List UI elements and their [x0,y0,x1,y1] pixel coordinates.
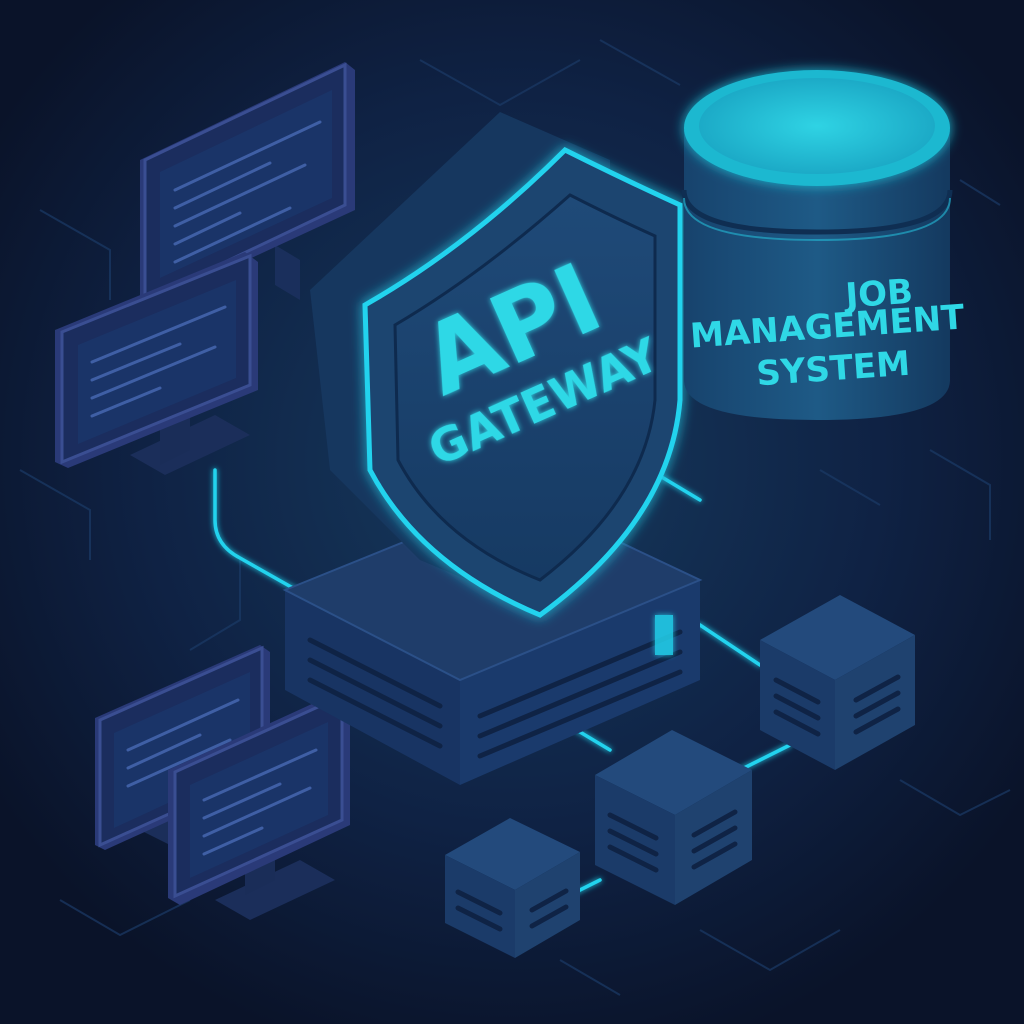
client-monitor-3 [95,645,270,850]
worker-node-left [445,818,580,958]
link-node-right-middle [738,743,792,772]
circuit-traces [19,39,1011,996]
api-gateway-shield: API GATEWAY [310,112,683,618]
worker-node-middle [595,730,752,905]
worker-node-right [760,595,915,770]
db-label-line1: JOB [842,272,914,317]
client-monitor-1 [140,62,355,305]
client-monitor-2 [55,252,258,475]
job-management-database: JOB MANAGEMENT SYSTEM [681,70,966,420]
link-clients-gateway [213,468,302,594]
client-monitor-4 [168,692,350,920]
